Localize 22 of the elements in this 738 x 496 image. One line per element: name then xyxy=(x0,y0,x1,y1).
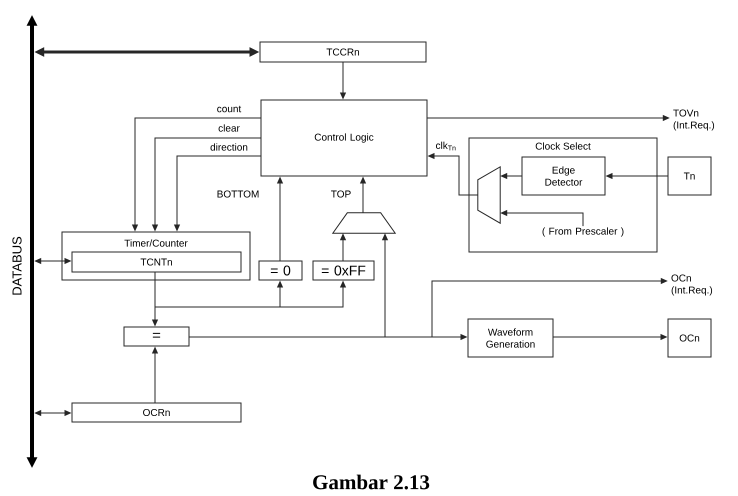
edge-label: TOP xyxy=(331,190,351,198)
edge-label: direction xyxy=(210,143,248,151)
edge-label: clk$_{Tn}$ xyxy=(436,142,456,150)
edge-label: count xyxy=(217,106,242,112)
edge-label: clear xyxy=(218,124,240,132)
signal-label: OCn (Int.Req.) xyxy=(671,274,712,296)
process-box: Tn xyxy=(668,156,712,196)
caption: Gambar 2.13 xyxy=(313,474,430,490)
signal-label: ( From Prescaler ) xyxy=(542,227,624,237)
process-box: Edge Detector xyxy=(522,156,606,196)
process-box: TCNTn xyxy=(72,252,242,272)
signal-label: TOVn (Int.Req.) xyxy=(673,109,714,131)
bus-label: DATABUS xyxy=(12,236,22,295)
process-box: TCCRn xyxy=(260,42,426,62)
edge-label: BOTTOM xyxy=(218,190,258,198)
process-box: OCRn xyxy=(72,402,242,422)
process-box: Waveform Generation xyxy=(468,318,554,358)
process-box: OCn xyxy=(668,318,712,358)
process-box: Control Logic xyxy=(260,100,428,176)
process-box: = 0xFF xyxy=(312,260,374,280)
process-box: = xyxy=(124,326,190,346)
process-box: = 0 xyxy=(258,260,302,280)
